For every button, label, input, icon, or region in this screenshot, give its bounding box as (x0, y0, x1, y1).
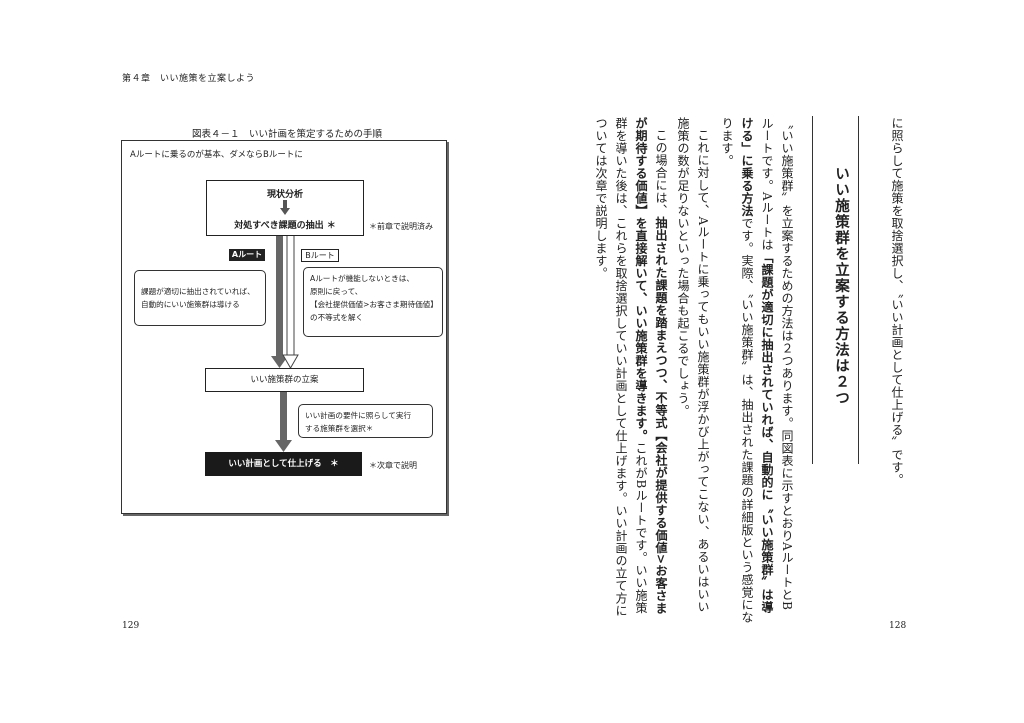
bold-text-segment: 「課題が適切に抽出されていれば、自動的に〝いい施策群〟は導 (760, 251, 774, 614)
bubble-b-line: Aルートが機能しないときは、 (310, 274, 414, 283)
route-a-label: Aルート (229, 249, 265, 261)
final-box: いい計画として仕上げる ＊ (205, 452, 362, 476)
next-chapter-note: ＊次章で説明 (369, 461, 417, 470)
down-arrow-icon (280, 200, 290, 215)
text-segment: この場合には、 (654, 129, 668, 217)
text-segment: ルートです。Aルートは (760, 117, 774, 252)
figure-title: 図表４－１ いい計画を策定するための手順 (191, 129, 382, 140)
select-bubble: いい計画の要件に照らして実行 する施策群を選択＊ (298, 404, 433, 438)
bold-text-segment: 抽出された課題を踏まえつつ、不等式【会社が提供する価値>お客さま (654, 216, 668, 615)
text-column: に照らして施策を取捨選択し、〝いい計画として仕上げる〟です。 (890, 117, 904, 486)
analysis-box: 現状分析 対処すべき課題の抽出 ＊ (206, 180, 364, 236)
running-head: 第４章 いい施策を立案しよう (122, 74, 256, 84)
text-column: ルートです。Aルートは「課題が適切に抽出されていれば、自動的に〝いい施策群〟は導 (760, 117, 774, 614)
page-number-left: 129 (122, 621, 140, 631)
route-b-label: Bルート (301, 249, 339, 262)
text-column: ついては次章で説明します。 (594, 117, 608, 280)
analysis-label: 現状分析 (266, 190, 303, 200)
bubble-b-line: 原則に戻って、 (310, 287, 363, 296)
bubble-b-line: の不等式を解く (310, 313, 364, 322)
bold-text-segment: ける」に乗る方法 (740, 117, 754, 217)
section-heading: いい施策群を立案する方法は２つ (833, 166, 850, 406)
text-column: この場合には、抽出された課題を踏まえつつ、不等式【会社が提供する価値>お客さま (654, 129, 668, 615)
prev-chapter-note: ＊前章で説明済み (369, 222, 433, 231)
bubble-a-line: 自動的にいい施策群は導ける (141, 300, 240, 309)
text-column: 〝いい施策群〟を立案するための方法は２つあります。同図表に示すとおりAルートとB (780, 117, 794, 611)
page-number-right: 128 (889, 621, 907, 631)
text-column: ける」に乗る方法です。実際、〝いい施策群〟は、抽出された課題の詳細版という感覚に… (740, 117, 754, 624)
text-column: が期待する価値】を直接解いて、いい施策群を導きます。これがBルートです。いい施策 (634, 117, 648, 614)
select-bubble-line: いい計画の要件に照らして実行 (305, 411, 412, 420)
bold-text-segment: が期待する価値】を直接解いて、いい施策群を導きます。 (634, 117, 648, 442)
plan-box: いい施策群の立案 (205, 368, 364, 392)
heading-rule-left (812, 116, 813, 464)
heading-rule-right (858, 116, 859, 464)
text-column: 群を導いた後は、これらを取捨選択していい計画として仕上げます。いい計画の立て方に (614, 117, 628, 617)
issues-label: 対処すべき課題の抽出 ＊ (234, 221, 336, 231)
route-a-bubble: 課題が適切に抽出されていれば、 自動的にいい施策群は導ける (134, 270, 266, 326)
route-b-bubble: Aルートが機能しないときは、 原則に戻って、 【会社提供価値>お客さま期待価値】… (303, 267, 443, 337)
text-segment: これがBルートです。いい施策 (634, 442, 648, 614)
text-column: これに対して、Aルートに乗ってもいい施策群が浮かび上がってこない、あるいはいい (696, 129, 710, 614)
select-bubble-line: する施策群を選択＊ (305, 424, 374, 433)
text-column: ります。 (720, 117, 734, 167)
bubble-b-line: 【会社提供価値>お客さま期待価値】 (310, 300, 438, 309)
text-column: 施策の数が足りないといった場合も起こるでしょう。 (676, 117, 690, 417)
text-segment: です。実際、〝いい施策群〟は、抽出された課題の詳細版という感覚にな (740, 217, 754, 624)
figure-caption: Aルートに乗るのが基本、ダメならBルートに (130, 150, 303, 160)
bubble-a-line: 課題が適切に抽出されていれば、 (141, 287, 255, 296)
